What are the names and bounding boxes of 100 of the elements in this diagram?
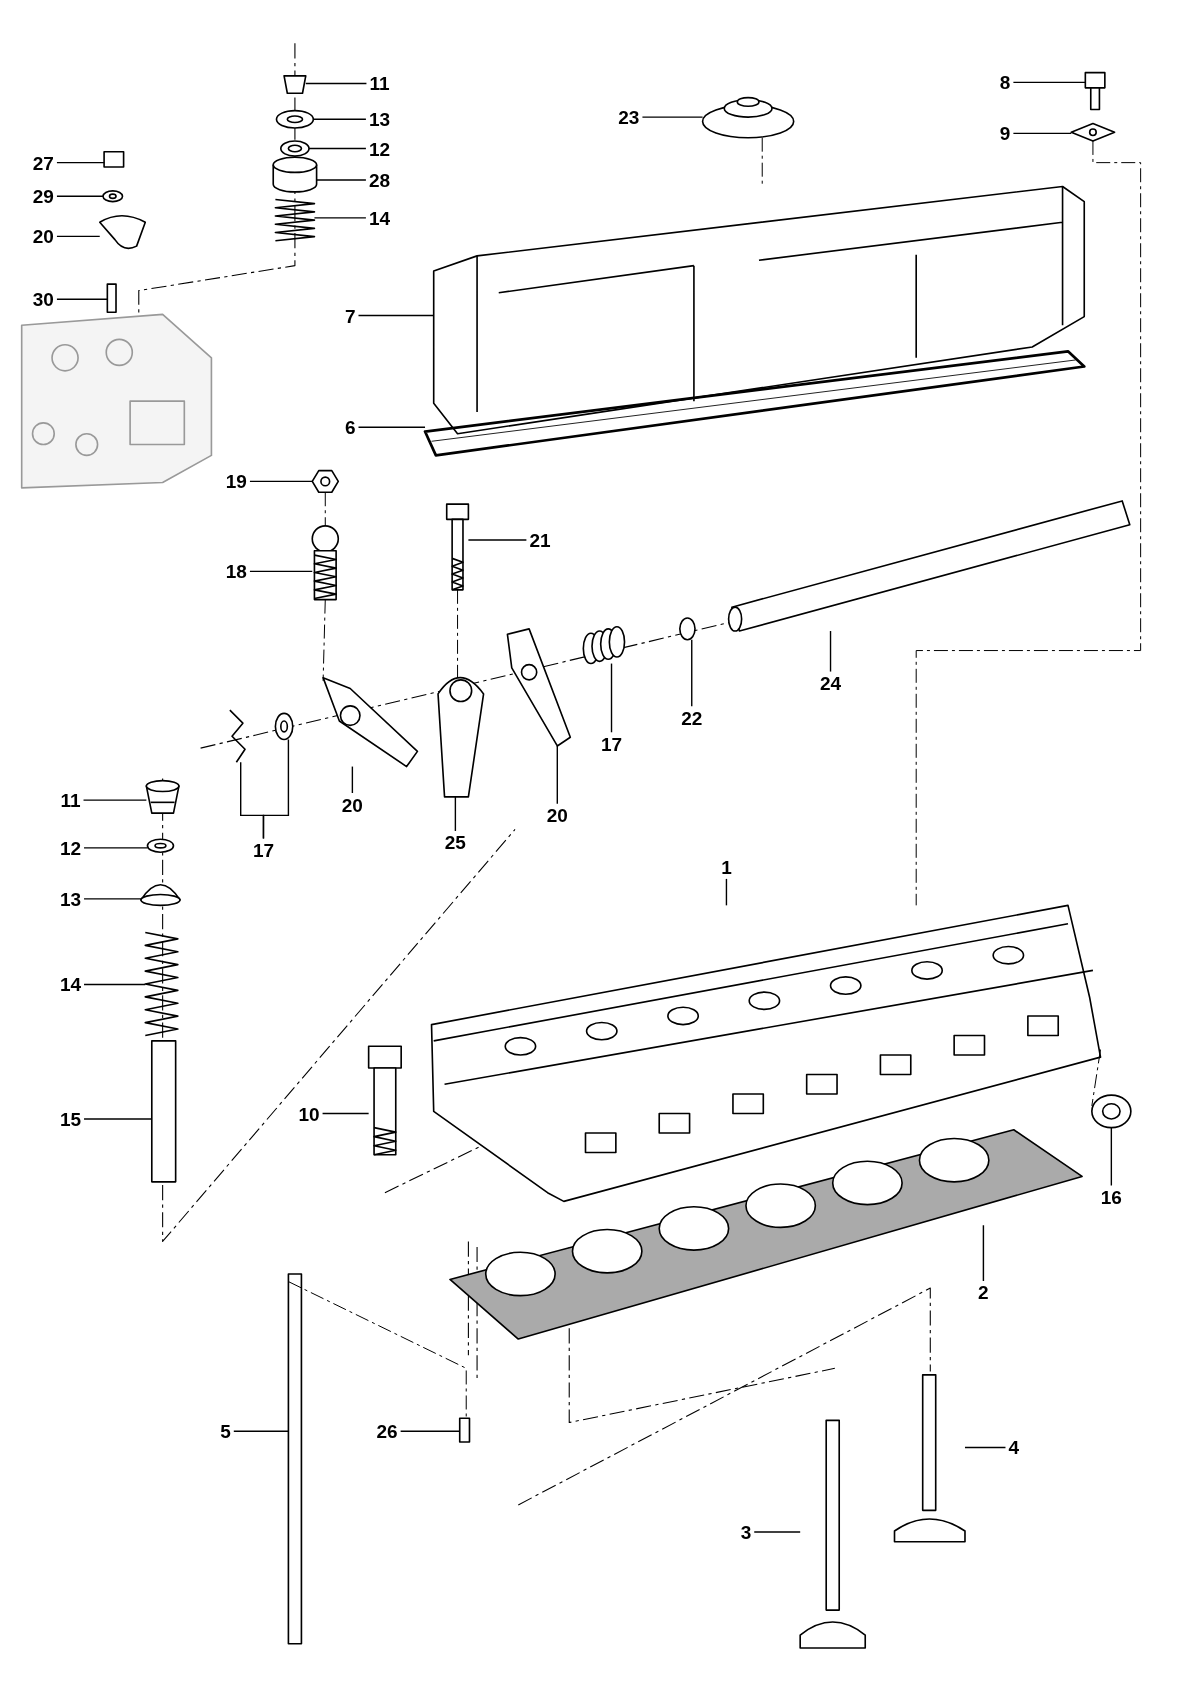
center-line <box>457 589 459 679</box>
seal-ring-drawing <box>146 838 175 854</box>
leader-line <box>83 898 142 900</box>
callout-number: 13 <box>368 109 391 129</box>
leader-line <box>641 116 704 118</box>
callout-number: 7 <box>344 306 356 325</box>
callout-number: 28 <box>368 170 391 190</box>
leader-line <box>249 570 313 573</box>
center-line <box>324 491 326 527</box>
leader-line <box>1012 132 1072 135</box>
rocker-shaft-bracket-drawing <box>437 676 485 798</box>
valve-guide <box>150 1040 177 1183</box>
callout-number: 17 <box>252 840 275 860</box>
callout-number: 12 <box>368 139 391 159</box>
callout-number: 10 <box>298 1104 320 1123</box>
bolt-drawing <box>1084 71 1106 111</box>
valve-stem-cap-drawing <box>283 75 307 95</box>
callout-number: 16 <box>1100 1187 1122 1207</box>
bolt-drawing <box>445 503 470 591</box>
callout-number: 17 <box>600 734 623 754</box>
callout-number: 6 <box>344 417 356 437</box>
valve-spring-drawing <box>274 198 316 242</box>
rocker-arm-drawing <box>98 214 147 250</box>
leader-line <box>351 765 354 794</box>
rocker-cover-gasket-drawing <box>423 349 1086 457</box>
washer-drawing <box>1070 122 1116 142</box>
callout-number: 13 <box>59 889 82 909</box>
valve-spring-drawing <box>144 931 179 1037</box>
leader-line <box>321 1112 370 1115</box>
leader-line <box>725 878 728 907</box>
nut-drawing <box>311 469 340 494</box>
leader-line <box>556 745 558 805</box>
callout-number: 26 <box>376 1421 398 1441</box>
center-line <box>322 599 326 682</box>
callout-number: 5 <box>220 1421 231 1441</box>
callout-number: 14 <box>368 208 391 228</box>
callout-number: 27 <box>32 153 54 173</box>
leader-line <box>982 1224 985 1282</box>
leader-line <box>83 983 146 986</box>
callout-number: 29 <box>32 186 54 206</box>
leader-line <box>56 195 104 197</box>
washer-drawing <box>275 109 315 129</box>
leader-line <box>454 796 457 832</box>
callout-number: 9 <box>999 123 1011 143</box>
callout-number: 2 <box>978 1282 989 1302</box>
leader-line <box>691 639 693 707</box>
leader-line <box>467 539 528 541</box>
center-line <box>1091 1049 1101 1107</box>
callout-number: 20 <box>546 805 568 825</box>
callout-number: 1 <box>721 857 732 877</box>
leader-line <box>399 1430 461 1432</box>
seal-drawing <box>1091 1094 1132 1129</box>
spring-retainer-drawing <box>140 883 181 907</box>
callout-number: 30 <box>32 289 54 309</box>
callout-number: 12 <box>59 838 82 858</box>
leader-line <box>1012 81 1087 84</box>
leader-line <box>312 118 367 120</box>
retaining-ring-drawing <box>679 617 696 641</box>
leader-line <box>56 298 109 300</box>
callout-number: 25 <box>444 832 466 852</box>
leader-line <box>315 179 367 181</box>
leader-line <box>83 847 149 849</box>
leader-line <box>610 662 613 733</box>
callout-number: 22 <box>681 708 703 728</box>
leader-line <box>82 799 148 801</box>
rocker-shaft-drawing <box>727 500 1131 632</box>
callout-number: 8 <box>999 72 1011 92</box>
leader-line <box>308 147 367 150</box>
callout-number: 21 <box>529 530 551 550</box>
leader-line <box>357 426 426 428</box>
rocker-arm-drawing <box>322 676 419 768</box>
leader-line <box>964 1446 1007 1449</box>
pushrod <box>287 1273 303 1645</box>
callout-number: 18 <box>225 561 247 581</box>
leader-line <box>83 1118 153 1120</box>
stud <box>106 283 117 314</box>
leader-line <box>1110 1126 1113 1187</box>
leader-line <box>262 738 290 840</box>
callout-number: 3 <box>740 1522 752 1542</box>
leader-line <box>829 630 832 673</box>
callout-number: 11 <box>60 790 81 810</box>
center-line <box>287 1281 467 1419</box>
washer-drawing <box>102 190 124 203</box>
leader-line <box>357 314 435 317</box>
cylinder-head-gasket-drawing <box>449 1128 1083 1340</box>
leader-line <box>233 1430 290 1432</box>
valve-seal-drawing <box>272 156 318 193</box>
intake-valve-drawing <box>799 1419 867 1649</box>
center-line <box>915 140 1142 906</box>
center-line <box>761 137 763 187</box>
cylinder-head-drawing <box>430 904 1102 1203</box>
rocker-spring-drawing <box>582 625 626 665</box>
leader-line <box>313 217 367 219</box>
callout-number: 24 <box>819 673 842 693</box>
leader-line <box>249 480 313 483</box>
filler-cap-drawing <box>701 96 795 139</box>
valve-stem-cap-drawing <box>145 779 180 814</box>
callout-number: 15 <box>59 1109 82 1129</box>
leader-line <box>56 235 101 238</box>
bolt-drawing <box>367 1045 402 1156</box>
